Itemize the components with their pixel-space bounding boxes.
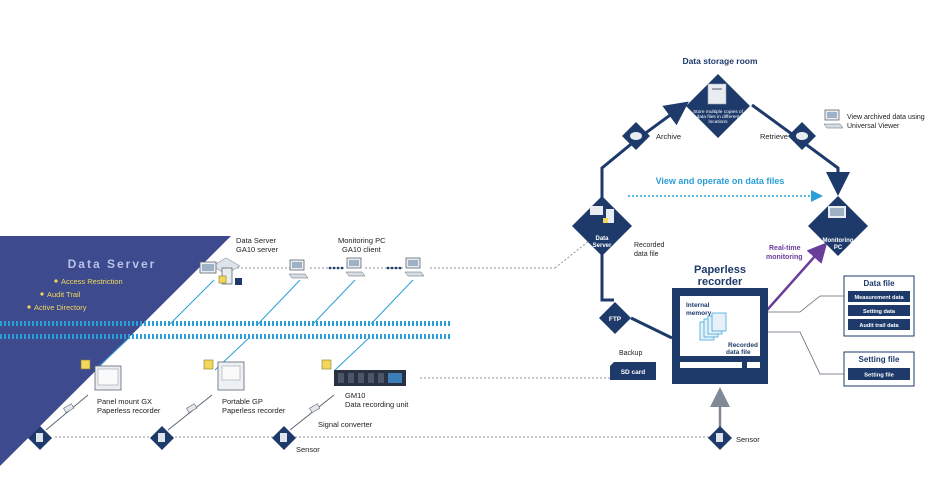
recorder-slot: [680, 362, 742, 368]
client-label-line2: GA10 client: [342, 245, 382, 254]
network-bus-lower: [0, 334, 452, 339]
monitoring-pc-node-icon: [828, 206, 846, 218]
retrieve-disk-icon: [796, 132, 808, 140]
monitoring-pc-node-line2: PC: [834, 245, 843, 251]
sensor-label-left: Sensor: [296, 445, 320, 454]
data-server-panel-title: Data Server: [68, 257, 157, 271]
storage-desc-line1: Store multiple copies of: [693, 109, 744, 115]
gx-label-line1: Panel mount GX: [97, 397, 152, 406]
sensor-label-right: Sensor: [736, 435, 760, 444]
storage-desc-line3: locations: [709, 119, 729, 125]
file-callout-lines: [768, 295, 844, 375]
recorded-data-file-line1: Recorded: [634, 242, 664, 249]
data-server-node-icon: [590, 206, 614, 223]
sensor-feed-lines: [45, 394, 335, 431]
storage-disk-icon: [707, 83, 727, 105]
storage-room-node: [686, 74, 750, 138]
recorded-file-in-line2: data file: [726, 349, 751, 356]
ftp-link: [630, 316, 673, 340]
sensor-icons-left: [28, 426, 296, 450]
realtime-arrow: [759, 242, 828, 319]
recorder-title-line2: recorder: [698, 276, 743, 288]
realtime-line2: monitoring: [766, 254, 803, 261]
network-drop-lines: [94, 279, 414, 371]
recorded-file-stack-icon: [699, 312, 727, 341]
recorded-file-in-line1: Recorded: [728, 342, 758, 349]
retrieve-label: Retrieve: [760, 132, 788, 141]
server-label-line2: GA10 server: [236, 245, 279, 254]
archive-label: Archive: [656, 132, 681, 141]
ga10-server-icon: [199, 257, 242, 285]
gm-label-line2: Data recording unit: [345, 400, 409, 409]
setting-file-title: Setting file: [859, 355, 900, 364]
recorded-data-file-line2: data file: [634, 251, 659, 258]
gp-label-line1: Portable GP: [222, 397, 263, 406]
data-file-box: Data file Measurement data Setting data …: [843, 275, 915, 337]
data-file-title: Data file: [863, 279, 895, 288]
sensor-icon-right: [708, 426, 732, 450]
gp-label-line2: Paperless recorder: [222, 406, 286, 415]
network-bus-upper: [0, 321, 452, 326]
realtime-line1: Real-time: [769, 245, 801, 252]
setting-file-item: Setting file: [864, 373, 894, 379]
universal-viewer-pc-icon: [823, 109, 844, 129]
client-link-dots: [328, 266, 402, 270]
internal-memory-line2: memory: [686, 310, 712, 317]
data-file-item-setting: Setting data: [863, 309, 896, 315]
ftp-label: FTP: [609, 316, 622, 323]
ftp-node: [599, 302, 631, 334]
data-server-node-line1: Data: [595, 236, 609, 242]
setting-file-box: Setting file Setting file: [843, 351, 915, 387]
archive-disk-icon: [630, 132, 642, 140]
recorder-title-line1: Paperless: [694, 264, 746, 276]
internal-memory-line1: Internal: [686, 302, 710, 309]
monitoring-pc-node: [808, 196, 868, 256]
sd-card-label: SD card: [621, 369, 646, 376]
gx-label-line2: Paperless recorder: [97, 406, 161, 415]
sd-card-icon: [610, 362, 656, 380]
backup-label: Backup: [619, 350, 642, 357]
signal-converter-label: Signal converter: [318, 420, 373, 429]
gm10-unit-icon: [321, 359, 406, 386]
client-label-line1: Monitoring PC: [338, 236, 386, 245]
gm-label-line1: GM10: [345, 391, 365, 400]
view-archived-line1: View archived data using: [847, 114, 925, 121]
storage-desc-line2: data files in different: [697, 114, 741, 120]
data-server-node-line2: Server: [593, 243, 612, 249]
data-server-node: [572, 196, 632, 256]
feature-access-restriction: Access Restriction: [61, 277, 123, 286]
signal-converter-icons: [63, 403, 321, 414]
view-archived-line2: Universal Viewer: [847, 123, 900, 130]
archive-loop-arrows: [600, 101, 850, 302]
feature-audit-trail: Audit Trail: [47, 290, 81, 299]
data-file-item-audit: Audit trail data: [859, 323, 899, 329]
feature-active-directory: Active Directory: [34, 303, 87, 312]
monitoring-pc-icon: [288, 257, 425, 279]
storage-title: Data storage room: [682, 56, 758, 66]
gp-recorder-icon: [203, 359, 245, 391]
recorder-button: [747, 362, 760, 368]
monitoring-pc-node-line1: Monitoring: [823, 238, 854, 244]
server-label-line1: Data Server: [236, 236, 277, 245]
gx-recorder-icon: [80, 359, 122, 391]
view-operate-label: View and operate on data files: [656, 176, 785, 186]
data-file-item-measurement: Measurement data: [854, 295, 904, 301]
